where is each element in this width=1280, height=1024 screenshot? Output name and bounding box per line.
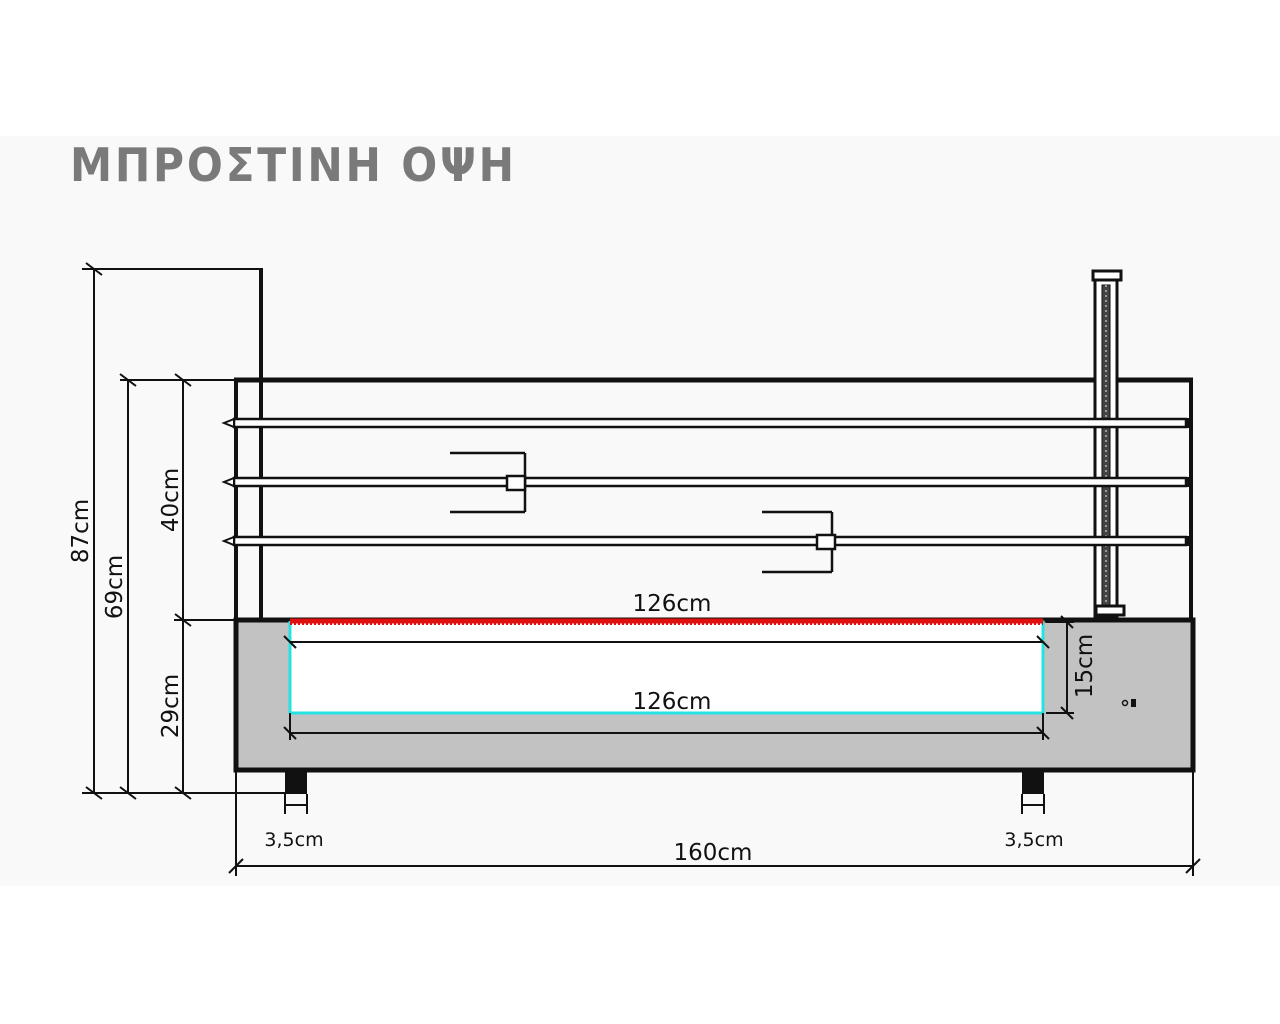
label-heating-length: 126cm bbox=[633, 591, 712, 617]
page-title: ΜΠΡΟΣΤΙΝΗ ΟΨΗ bbox=[70, 138, 517, 192]
skewer-end bbox=[1185, 536, 1191, 546]
label-total-width: 160cm bbox=[674, 840, 753, 866]
label-rack-height: 40cm bbox=[158, 468, 184, 532]
skewer-rod bbox=[232, 417, 1188, 429]
label-tray-length: 126cm bbox=[633, 689, 712, 715]
leg-left bbox=[285, 772, 307, 794]
leg-right bbox=[1022, 772, 1044, 794]
skewer-end bbox=[1185, 477, 1191, 487]
control-knob bbox=[1121, 699, 1129, 707]
label-base-height: 29cm bbox=[158, 674, 184, 738]
motor-cap-bottom bbox=[1094, 604, 1126, 617]
skewer bbox=[221, 535, 1191, 547]
skewer-end bbox=[1185, 418, 1191, 428]
skewer-rod bbox=[232, 476, 1188, 488]
skewer-tip bbox=[221, 476, 235, 488]
motor-cap-top bbox=[1091, 269, 1123, 282]
fork-right bbox=[762, 510, 837, 574]
label-leg-left: 3,5cm bbox=[264, 829, 323, 851]
label-total-height: 87cm bbox=[68, 499, 94, 563]
skewer-tip bbox=[221, 535, 235, 547]
label-body-height: 69cm bbox=[102, 555, 128, 619]
skewer-rod bbox=[232, 535, 1188, 547]
inner-tray bbox=[288, 620, 1045, 715]
skewer bbox=[221, 476, 1191, 488]
control-switch bbox=[1131, 699, 1136, 707]
skewer bbox=[221, 417, 1191, 429]
skewer-tip bbox=[221, 417, 235, 429]
fork-left bbox=[450, 451, 527, 514]
label-leg-right: 3,5cm bbox=[1004, 829, 1063, 851]
label-tray-depth: 15cm bbox=[1072, 634, 1098, 698]
